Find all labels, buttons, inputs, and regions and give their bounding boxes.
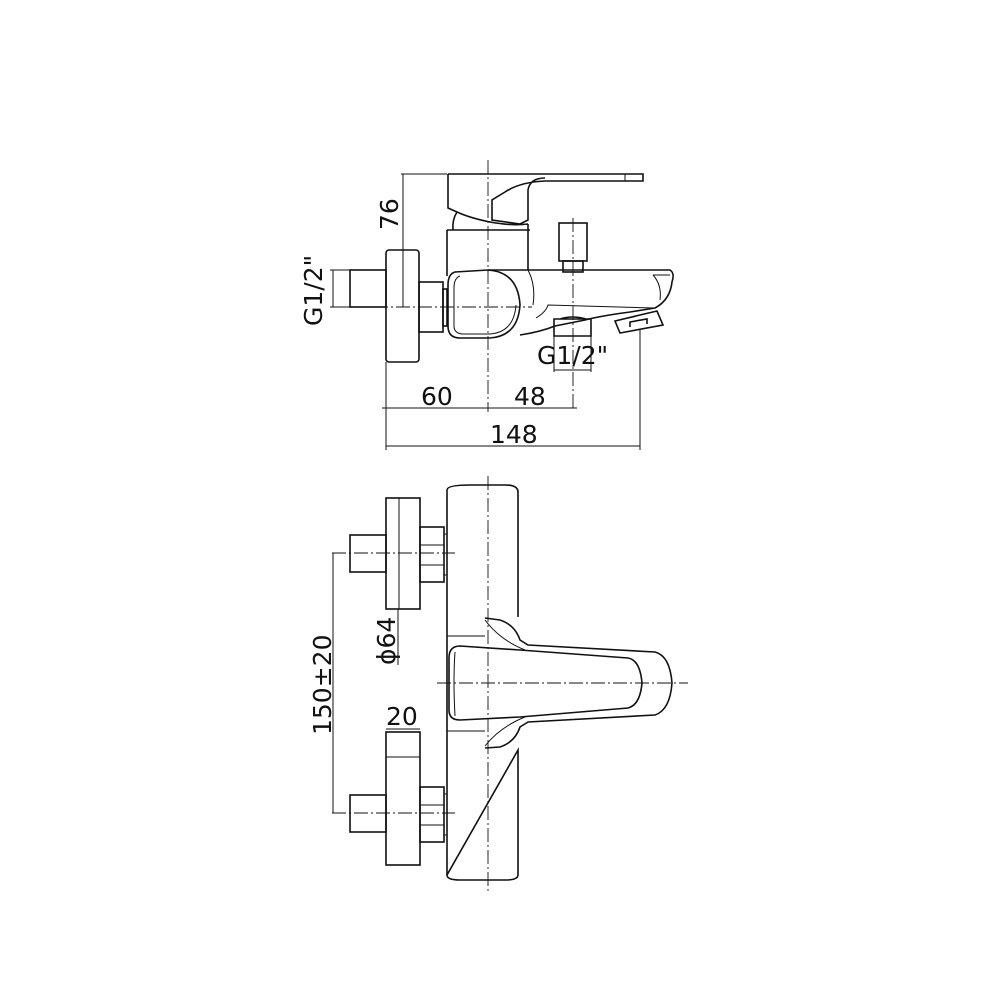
spout	[488, 269, 674, 336]
bath-outlet	[553, 316, 592, 337]
dim-outlet-thread-label: G1/2"	[537, 341, 608, 370]
dim-diameter-label: ϕ64	[372, 617, 401, 665]
top-flange	[385, 497, 421, 610]
handle-inner-line	[453, 651, 456, 717]
bottom-inlet-pipe	[349, 794, 387, 833]
dim-inlet-thread-label: G1/2"	[299, 255, 328, 326]
body-cartridge	[446, 224, 530, 276]
handle-outer	[484, 617, 673, 749]
lever-handle	[447, 173, 644, 226]
bottom-flange	[385, 731, 421, 866]
spout-detail	[527, 269, 670, 319]
body-oval	[447, 269, 521, 339]
dim-spacing-label: 150±20	[308, 635, 337, 735]
dim-148-label: 148	[490, 420, 538, 449]
top-nut-facets	[420, 533, 447, 576]
dim-height-label: 76	[375, 198, 404, 230]
mixer-body	[446, 484, 519, 881]
dim-depth-label: 20	[386, 702, 418, 731]
top-inlet-pipe	[349, 534, 387, 573]
handle-lever	[448, 645, 643, 721]
bottom-nut-facets	[420, 793, 447, 836]
dim-48-label: 48	[514, 382, 546, 411]
body-oval-inner	[453, 275, 517, 335]
bottom-nut	[419, 786, 445, 843]
inlet-pipe	[349, 269, 387, 308]
top-nut	[419, 526, 445, 583]
lever-neck	[452, 211, 458, 231]
side-view: 76 G1/2" G1/2" 60 48 148	[299, 160, 674, 450]
diverter-stem	[562, 260, 584, 273]
front-view: 150±20 ϕ64 20	[308, 476, 688, 892]
shower-outlet	[613, 310, 665, 334]
dim-60-label: 60	[421, 382, 453, 411]
handle-shoulder	[447, 619, 526, 747]
nut-collar	[442, 288, 448, 327]
